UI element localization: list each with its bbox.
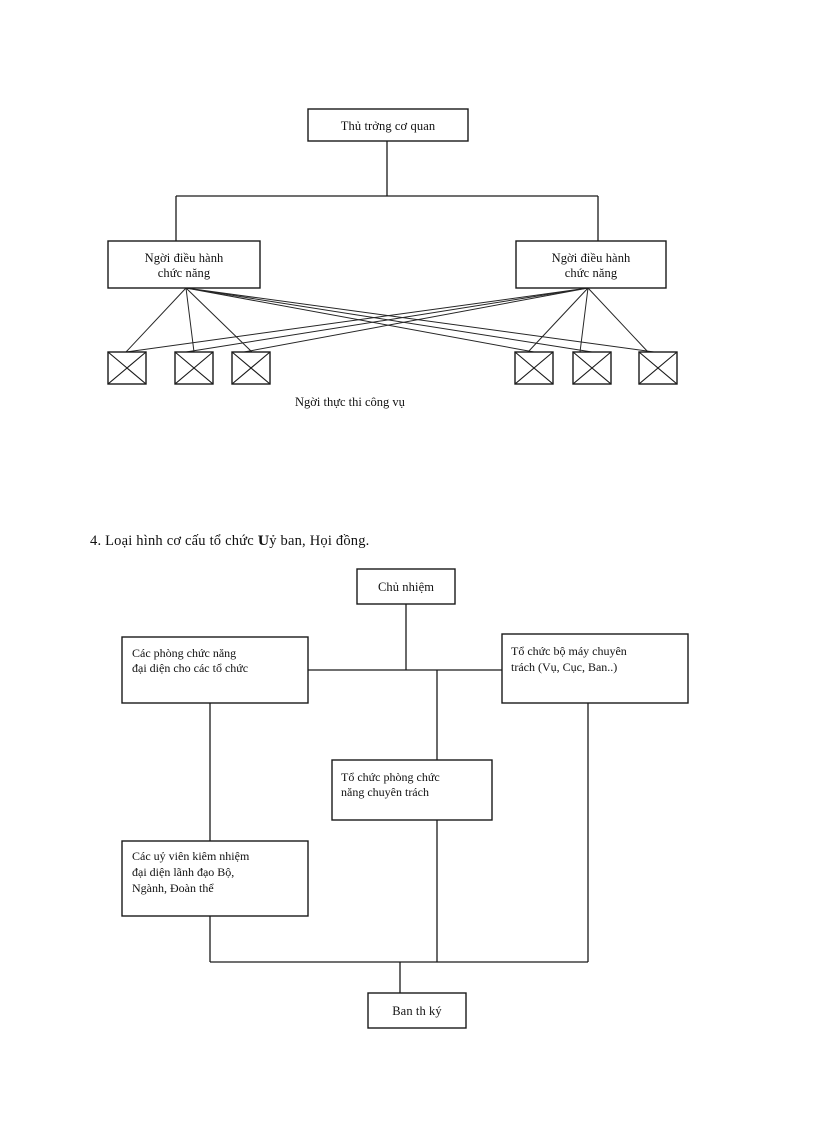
node-manager-right-box	[515, 240, 667, 289]
executor-box-1[interactable]	[107, 351, 147, 385]
executor-box-6-cross-icon	[638, 351, 678, 385]
section-heading-before-u: 4. Loại hình cơ cấu tổ chức	[90, 533, 258, 549]
executor-box-5-cross-icon	[572, 351, 612, 385]
fan-right-to-exec-4	[527, 287, 589, 353]
fan-left-to-exec-2	[185, 287, 195, 353]
node-chu-nhiem-label: Chủ nhiệm	[378, 580, 434, 594]
section-heading: 4. Loại hình cơ cấu tổ chức Uỷ ban, Họi …	[90, 533, 370, 550]
executor-box-5[interactable]	[572, 351, 612, 385]
node-thu-truong-co-quan[interactable]: Thủ trởng cơ quan	[307, 108, 469, 142]
node-chu-nhiem[interactable]: Chủ nhiệm	[356, 568, 456, 605]
fan-left-to-exec-3	[185, 287, 253, 353]
node-to-chuc-bo-may-line1: Tổ chức bộ máy chuyên	[511, 644, 627, 658]
executor-box-1-cross-icon	[107, 351, 147, 385]
node-manager-left-line2: chức năng	[158, 266, 211, 280]
node-thu-truong-label: Thủ trởng cơ quan	[341, 119, 436, 133]
node-ban-thu-ky-box	[367, 992, 467, 1029]
node-manager-left[interactable]: Ngời điều hành chức năng	[107, 240, 261, 289]
executor-box-2[interactable]	[174, 351, 214, 385]
node-cac-uy-vien-line2: đại diện lãnh đạo Bộ,	[132, 865, 234, 879]
node-cac-phong-chuc-nang-line2: đại diện cho các tổ chức	[132, 661, 248, 675]
executor-box-4-cross-icon	[514, 351, 554, 385]
fan-right-to-exec-3	[243, 287, 589, 353]
diagram2-group: Chủ nhiệm Các phòng chức năng đại diện c…	[121, 568, 689, 1029]
fan-right-to-exec-1	[125, 287, 589, 353]
node-cac-uy-vien-line1: Các uỷ viên kiêm nhiệm	[132, 849, 250, 863]
node-chu-nhiem-box	[356, 568, 456, 605]
node-cac-phong-chuc-nang-line1: Các phòng chức năng	[132, 646, 236, 660]
fan-right-to-exec-5	[579, 287, 589, 353]
node-manager-right-line1: Ngời điều hành	[552, 251, 631, 265]
executor-box-6[interactable]	[638, 351, 678, 385]
node-thu-truong-box	[307, 108, 469, 142]
node-manager-right[interactable]: Ngời điều hành chức năng	[515, 240, 667, 289]
node-cac-phong-chuc-nang-box	[121, 636, 309, 704]
node-to-chuc-phong-line1: Tổ chức phòng chức	[341, 770, 440, 784]
executor-box-3-cross-icon	[231, 351, 271, 385]
node-cac-phong-chuc-nang[interactable]: Các phòng chức năng đại diện cho các tổ …	[121, 636, 309, 704]
fan-left-to-exec-6	[185, 287, 655, 353]
diagram1-group: Thủ trởng cơ quan Ngời điều hành chức nă…	[107, 108, 678, 409]
executor-box-2-cross-icon	[174, 351, 214, 385]
node-ban-thu-ky-label: Ban th ký	[392, 1004, 442, 1018]
section-heading-after-u: ỷ ban, Họi đồng.	[269, 533, 370, 549]
node-to-chuc-bo-may[interactable]: Tổ chức bộ máy chuyên trách (Vụ, Cục, Ba…	[501, 633, 689, 704]
diagram1-caption: Ngời thực thi công vụ	[295, 395, 406, 409]
node-ban-thu-ky[interactable]: Ban th ký	[367, 992, 467, 1029]
executor-box-4[interactable]	[514, 351, 554, 385]
node-cac-uy-vien-box	[121, 840, 309, 917]
node-to-chuc-phong-line2: năng chuyên trách	[341, 785, 429, 799]
executor-box-3[interactable]	[231, 351, 271, 385]
node-to-chuc-phong-chuc-nang-chuyen-trach[interactable]: Tổ chức phòng chức năng chuyên trách	[331, 759, 493, 821]
section-heading-u-glyph: U	[257, 534, 270, 549]
node-to-chuc-bo-may-line2: trách (Vụ, Cục, Ban..)	[511, 660, 617, 674]
node-to-chuc-phong-box	[331, 759, 493, 821]
node-to-chuc-bo-may-box	[501, 633, 689, 704]
node-manager-right-line2: chức năng	[565, 266, 618, 280]
fan-right-manager	[125, 287, 649, 353]
fan-left-to-exec-1	[125, 287, 187, 353]
node-manager-left-line1: Ngời điều hành	[145, 251, 224, 265]
node-manager-left-box	[107, 240, 261, 289]
node-cac-uy-vien-kiem-nhiem[interactable]: Các uỷ viên kiêm nhiệm đại diện lãnh đạo…	[121, 840, 309, 917]
fan-right-to-exec-6	[587, 287, 649, 353]
node-cac-uy-vien-line3: Ngành, Đoàn thể	[132, 881, 214, 895]
fan-right-to-exec-2	[185, 287, 589, 353]
